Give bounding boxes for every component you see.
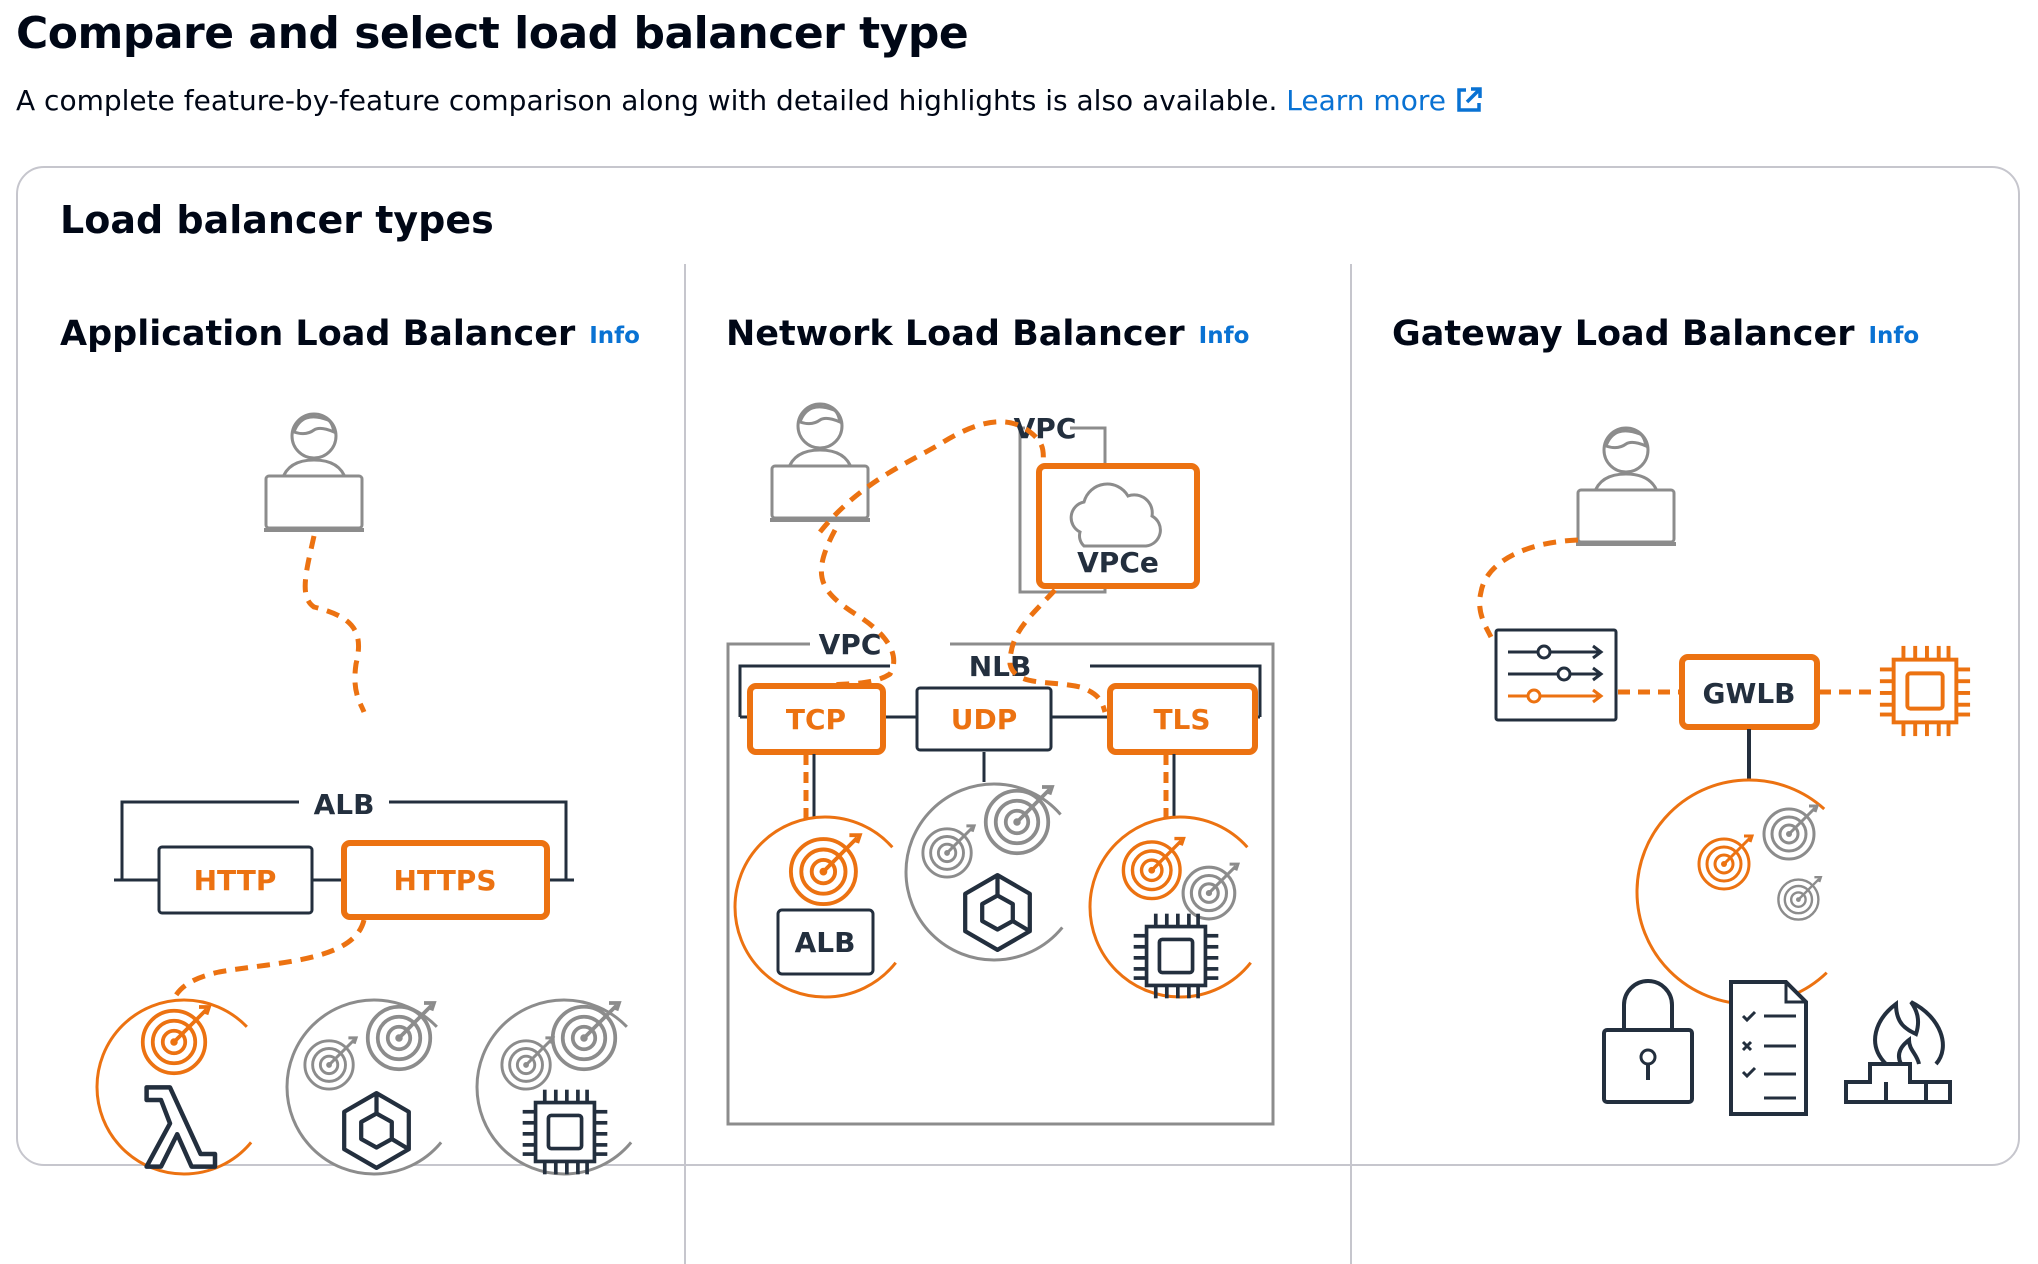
page: Compare and select load balancer type A …: [16, 8, 2020, 1264]
learn-more-link[interactable]: Learn more: [1286, 84, 1484, 117]
vpc-endpoint-box: [1018, 426, 1107, 594]
tcp-box: [747, 683, 886, 755]
column-divider: [684, 264, 686, 1264]
udp-label: UDP: [951, 703, 1018, 736]
alb-diagram: ALB HTTP HTTPS: [95, 412, 653, 1177]
container-icon: [344, 1093, 409, 1168]
routing-lines: [1508, 644, 1604, 704]
gwlb-title-text: Gateway Load Balancer: [1392, 314, 1855, 354]
external-link-icon: [1457, 87, 1482, 112]
cloud-icon: [1069, 482, 1162, 548]
alb-target-box: [776, 908, 875, 976]
nlb-title: Network Load Balancer Info: [726, 314, 1249, 354]
vpce-label: VPCe: [1077, 546, 1159, 579]
chip-icon: [1877, 643, 1973, 739]
nlb-info-link[interactable]: Info: [1198, 323, 1250, 349]
vpc-box: [726, 642, 1275, 1126]
page-description: A complete feature-by-feature comparison…: [16, 84, 1484, 117]
chip-icon: [520, 1087, 610, 1177]
nlb-bracket: [738, 664, 1262, 717]
checklist-icon: [1729, 980, 1808, 1116]
user-laptop-icon: [1576, 426, 1676, 546]
tls-label: TLS: [1153, 703, 1210, 736]
nlb-diagram: VPC VPCe VPC NLB TCP UDP TLS: [726, 402, 1275, 1126]
column-divider: [1350, 264, 1352, 1264]
https-box: [341, 840, 550, 920]
alb-title-text: Application Load Balancer: [60, 314, 576, 354]
tcp-label: TCP: [786, 703, 846, 736]
udp-box: [915, 686, 1053, 752]
dashed-connector: [818, 419, 1048, 534]
gwlb-label: GWLB: [1702, 677, 1795, 710]
lock-icon: [1602, 979, 1694, 1104]
vpc-top-label: VPC: [1014, 412, 1077, 445]
gwlb-info-link[interactable]: Info: [1868, 323, 1920, 349]
page-title: Compare and select load balancer type: [16, 8, 969, 59]
alb-bracket: [120, 800, 568, 880]
dashed-connector: [166, 919, 367, 1013]
description-text: A complete feature-by-feature comparison…: [16, 84, 1278, 117]
alb-info-link[interactable]: Info: [589, 323, 640, 349]
user-laptop-icon: [770, 402, 870, 522]
chip-icon: [1131, 911, 1221, 1001]
container-title: Load balancer types: [60, 198, 494, 242]
alb-group-label: ALB: [314, 788, 375, 821]
nlb-group-label: NLB: [969, 650, 1032, 683]
gwlb-box: [1679, 654, 1820, 730]
user-laptop-icon: [264, 412, 364, 532]
alb-target-label: ALB: [795, 926, 856, 959]
gwlb-title: Gateway Load Balancer Info: [1392, 314, 1919, 354]
load-balancer-types-container: Load balancer types Application Load Bal…: [16, 166, 2020, 1264]
gwlb-diagram: GWLB: [1477, 426, 1973, 1116]
dashed-connector: [1007, 588, 1108, 713]
nlb-title-text: Network Load Balancer: [726, 314, 1185, 354]
firewall-icon: [1844, 999, 1952, 1104]
alb-title: Application Load Balancer Info: [60, 314, 640, 354]
tls-box: [1107, 683, 1258, 755]
https-label: HTTPS: [394, 864, 497, 897]
appliance-target-group: [1635, 778, 1863, 1006]
vpc-label: VPC: [819, 628, 882, 661]
dashed-connector: [1477, 537, 1579, 639]
learn-more-label: Learn more: [1286, 84, 1446, 117]
container-icon: [965, 875, 1030, 950]
dashed-connector: [302, 535, 367, 713]
http-label: HTTP: [194, 864, 277, 897]
http-box: [157, 845, 314, 915]
